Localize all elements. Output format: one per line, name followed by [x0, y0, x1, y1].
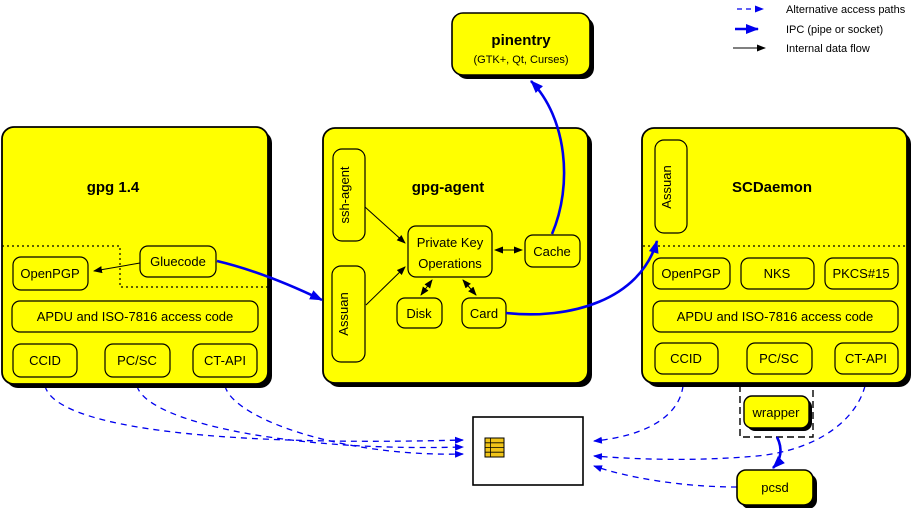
pcsd-rect	[736, 469, 814, 506]
path-gpg14-pcsc-to-card	[136, 385, 464, 451]
gpgagent-title: gpg-agent	[412, 179, 485, 196]
path-pcsd-to-card	[593, 465, 738, 488]
gpg14-ctapi-label: CT-API	[204, 353, 246, 368]
gpg14-openpgp-label: OpenPGP	[20, 266, 79, 281]
wrapper-group: wrapper	[739, 385, 814, 438]
gpg14-ccid-label: CCID	[29, 353, 61, 368]
legend-internal-label: Internal data flow	[786, 43, 870, 55]
gpg14-gluecode-rect	[139, 245, 217, 278]
gpgagent-sshagent-rect	[332, 148, 366, 242]
gpgagent-internal-arrows	[364, 206, 523, 306]
scdaemon-assuan-label: Assuan	[659, 165, 674, 208]
ipc-card-to-scdaemon-assuan	[505, 240, 659, 316]
arrow-sshagent-to-privatekey	[364, 206, 406, 244]
arrow-privatekey-card	[462, 279, 477, 296]
arrow-assuan-to-privatekey	[365, 266, 406, 306]
scdaemon-ccid-label: CCID	[670, 351, 702, 366]
scdaemon-pkcs15-rect	[824, 257, 899, 290]
path-gpg14-ctapi-to-card	[224, 385, 464, 458]
pinentry-rect	[451, 12, 591, 76]
scdaemon-box: SCDaemon Assuan OpenPGP NKS PKCS#15 APDU…	[641, 127, 911, 387]
scdaemon-apdu-label: APDU and ISO-7816 access code	[677, 309, 874, 324]
ipc-cache-to-pinentry	[530, 80, 566, 235]
scdaemon-assuan-rect	[654, 139, 688, 234]
gpgagent-cache-label: Cache	[533, 244, 571, 259]
gpg14-pcsc-rect	[104, 343, 171, 378]
gpgagent-disk-rect	[396, 297, 443, 329]
gpg14-box: gpg 1.4 OpenPGP Gluecode APDU and ISO-78…	[1, 126, 272, 388]
scdaemon-openpgp-rect	[652, 257, 731, 290]
gpg14-ccid-rect	[12, 343, 78, 378]
gpg14-pcsc-label: PC/SC	[117, 353, 157, 368]
gpgagent-assuan-rect	[331, 265, 366, 363]
gpg14-apdu-label: APDU and ISO-7816 access code	[37, 309, 234, 324]
gpg14-openpgp-rect	[12, 256, 89, 291]
wrapper-rect	[743, 395, 810, 429]
scdaemon-pkcs15-label: PKCS#15	[832, 266, 889, 281]
pcsd-group: pcsd	[736, 469, 817, 508]
legend: Alternative access paths IPC (pipe or so…	[733, 4, 906, 55]
scdaemon-pcsc-rect	[746, 342, 813, 375]
scdaemon-ccid-rect	[654, 342, 719, 375]
gpgagent-card-label: Card	[470, 306, 498, 321]
scdaemon-pcsc-label: PC/SC	[759, 351, 799, 366]
scdaemon-apdu-rect	[652, 300, 899, 333]
scdaemon-ctapi-label: CT-API	[845, 351, 887, 366]
pcsd-label: pcsd	[761, 480, 788, 495]
ipc-gluecode-to-agent-assuan	[216, 259, 323, 302]
smartcard	[472, 416, 584, 486]
path-scd-ccid-to-card	[593, 385, 684, 444]
pinentry-subtitle: (GTK+, Qt, Curses)	[473, 54, 568, 66]
wrapper-dashed-outline	[739, 385, 814, 438]
gpg14-gluecode-label: Gluecode	[150, 254, 206, 269]
pinentry-box: pinentry (GTK+, Qt, Curses)	[451, 12, 594, 79]
gpgagent-assuan-label: Assuan	[336, 292, 351, 335]
gpg14-apdu-rect	[11, 300, 259, 333]
smartcard-chip-contacts	[485, 438, 504, 457]
legend-alternative-label: Alternative access paths	[786, 4, 906, 16]
gpg14-ctapi-rect	[192, 343, 258, 378]
scdaemon-title: SCDaemon	[732, 179, 812, 196]
ipc-arrows	[216, 80, 786, 469]
scdaemon-openpgp-label: OpenPGP	[661, 266, 720, 281]
gpg14-title: gpg 1.4	[87, 179, 140, 196]
alternative-access-paths	[44, 385, 866, 488]
arrow-gluecode-to-openpgp	[93, 262, 141, 274]
gpgagent-cache-rect	[524, 234, 581, 268]
gpgagent-privatekey-rect	[407, 225, 493, 278]
gpgagent-box: gpg-agent ssh-agent Assuan Private Key O…	[322, 127, 592, 387]
scdaemon-ctapi-rect	[834, 342, 899, 375]
wrapper-label: wrapper	[752, 405, 801, 420]
legend-ipc-label: IPC (pipe or socket)	[786, 24, 883, 36]
scdaemon-nks-label: NKS	[764, 266, 791, 281]
pinentry-title: pinentry	[491, 32, 551, 49]
ipc-wrapper-to-pcsd	[772, 436, 786, 469]
path-gpg14-ccid-to-card	[44, 385, 464, 444]
path-scd-ctapi-to-card	[593, 385, 866, 461]
gpgagent-privatekey-line1: Private Key	[417, 235, 484, 250]
gpgagent-privatekey-line2: Operations	[418, 256, 482, 271]
scdaemon-nks-rect	[740, 257, 815, 290]
gpgagent-disk-label: Disk	[406, 306, 432, 321]
gpgagent-sshagent-label: ssh-agent	[337, 166, 352, 223]
arrow-privatekey-disk	[420, 279, 433, 296]
